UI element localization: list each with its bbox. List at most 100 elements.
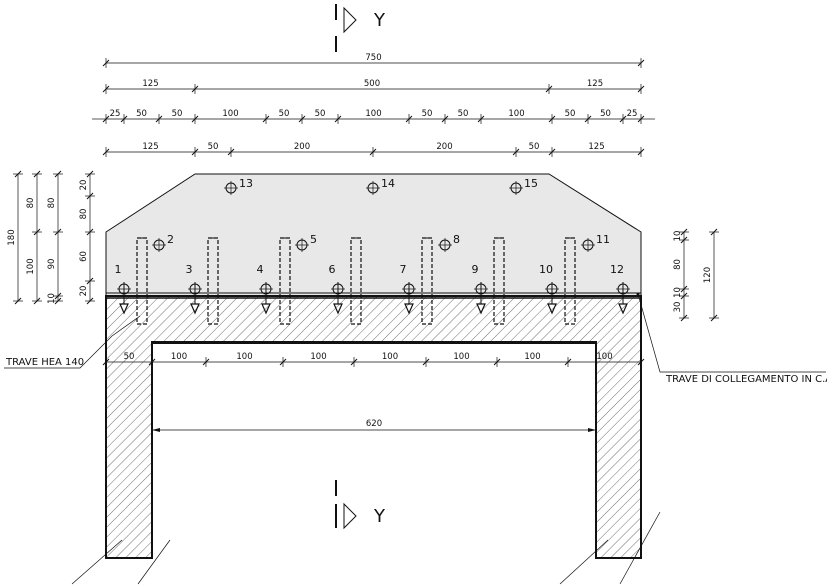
load-arrow-head xyxy=(476,303,486,315)
dim-tick xyxy=(191,115,199,123)
dim-beam-label: 100 xyxy=(236,352,252,362)
dim-tick xyxy=(422,358,430,366)
dim-tick xyxy=(102,148,110,156)
dim-tick xyxy=(298,115,306,123)
dim-right-inner-label: 30 xyxy=(673,302,683,313)
dim-tick xyxy=(14,170,22,178)
break-lines xyxy=(71,511,661,585)
dim-tick xyxy=(191,148,199,156)
point-label-6: 6 xyxy=(329,263,336,276)
point-label-8: 8 xyxy=(453,233,460,246)
dim-tick xyxy=(86,170,94,178)
dim-tick xyxy=(54,292,62,300)
dim-beam-label: 100 xyxy=(310,352,326,362)
dim-left-outer-label: 180 xyxy=(7,229,17,245)
dim-left-small-label: 20 xyxy=(79,180,89,191)
dim-row3-label: 50 xyxy=(172,109,183,119)
dim-left-small-label: 20 xyxy=(79,286,89,297)
dim-tick xyxy=(441,115,449,123)
dim-left-inner-label: 10 xyxy=(47,293,57,304)
dim-tick xyxy=(637,59,645,67)
dim-tick xyxy=(637,148,645,156)
dim-tick xyxy=(637,85,645,93)
dim-row3-label: 50 xyxy=(565,109,576,119)
dim-tick xyxy=(86,192,94,200)
dim-beam-label: 100 xyxy=(171,352,187,362)
label-trave-hea: TRAVE HEA 140 xyxy=(4,315,141,369)
load-arrow-head xyxy=(404,303,414,315)
dim-tick xyxy=(548,148,556,156)
dim-row2-label: 500 xyxy=(364,79,380,89)
dim-tick xyxy=(191,85,199,93)
dim-tick xyxy=(680,228,688,236)
label-trave-coll: TRAVE DI COLLEGAMENTO IN C.A xyxy=(636,292,827,385)
dim-row3-label: 50 xyxy=(600,109,611,119)
section-marker-bottom: Y xyxy=(335,480,386,530)
dim-row3-label: 100 xyxy=(508,109,524,119)
dim-row4-label: 50 xyxy=(529,142,540,152)
dim-tick xyxy=(477,115,485,123)
dim-row2-label: 125 xyxy=(142,79,158,89)
trave-coll-label: TRAVE DI COLLEGAMENTO IN C.A xyxy=(665,374,827,385)
section-letter-top: Y xyxy=(373,10,386,31)
point-label-13: 13 xyxy=(239,177,253,190)
dim-tick xyxy=(148,358,156,366)
point-label-4: 4 xyxy=(257,263,264,276)
dim-row4-label: 125 xyxy=(588,142,604,152)
dim-left-mid-label: 100 xyxy=(26,258,36,274)
dim-row4-label: 125 xyxy=(142,142,158,152)
dim-tick xyxy=(54,228,62,236)
dim-tick xyxy=(680,314,688,322)
load-arrow-head xyxy=(119,303,129,315)
dim-row4-label: 50 xyxy=(208,142,219,152)
dim-tick xyxy=(102,358,110,366)
point-label-11: 11 xyxy=(596,233,610,246)
point-label-15: 15 xyxy=(524,177,538,190)
dim-tick xyxy=(405,115,413,123)
section-letter-bottom: Y xyxy=(373,506,386,527)
point-label-14: 14 xyxy=(381,177,395,190)
dim-tick xyxy=(86,228,94,236)
dim-left-inner-label: 80 xyxy=(47,198,57,209)
dim-tick xyxy=(86,297,94,305)
dim-tick xyxy=(54,170,62,178)
dim-tick xyxy=(710,228,718,236)
dim-tick xyxy=(584,115,592,123)
dim-row3-label: 100 xyxy=(222,109,238,119)
point-label-1: 1 xyxy=(115,263,122,276)
dim-tick xyxy=(710,314,718,322)
dim-tick xyxy=(54,297,62,305)
dim-tick xyxy=(102,85,110,93)
dim-left-inner-label: 90 xyxy=(47,259,57,270)
dim-left-mid-label: 80 xyxy=(26,198,36,209)
dim-tick xyxy=(33,228,41,236)
dim-right-inner-label: 80 xyxy=(673,259,683,270)
dim-left-small-label: 60 xyxy=(79,251,89,262)
load-arrow-head xyxy=(547,303,557,315)
dim-left-small-label: 80 xyxy=(79,209,89,220)
dim-tick xyxy=(102,59,110,67)
load-arrow-head xyxy=(261,303,271,315)
dim-tick xyxy=(155,115,163,123)
dim-row3-label: 50 xyxy=(315,109,326,119)
dim-tick xyxy=(350,358,358,366)
dim-tick xyxy=(680,285,688,293)
dim-tick xyxy=(120,115,128,123)
dim-tick xyxy=(369,148,377,156)
dim-row3-label: 25 xyxy=(110,109,121,119)
dim-row4-label: 200 xyxy=(294,142,310,152)
dim-row2-label: 125 xyxy=(587,79,603,89)
load-arrow-head xyxy=(333,303,343,315)
section-marker-top: Y xyxy=(335,4,386,52)
dim-row3-label: 50 xyxy=(458,109,469,119)
dim-tick xyxy=(680,236,688,244)
dim-tick xyxy=(637,358,645,366)
dim-row3-label: 50 xyxy=(422,109,433,119)
dim-row3-label: 100 xyxy=(365,109,381,119)
point-label-3: 3 xyxy=(186,263,193,276)
dim-total-label: 750 xyxy=(365,53,381,63)
point-label-5: 5 xyxy=(310,233,317,246)
dim-tick xyxy=(262,115,270,123)
load-arrow-head xyxy=(190,303,200,315)
dim-beam-label: 100 xyxy=(453,352,469,362)
